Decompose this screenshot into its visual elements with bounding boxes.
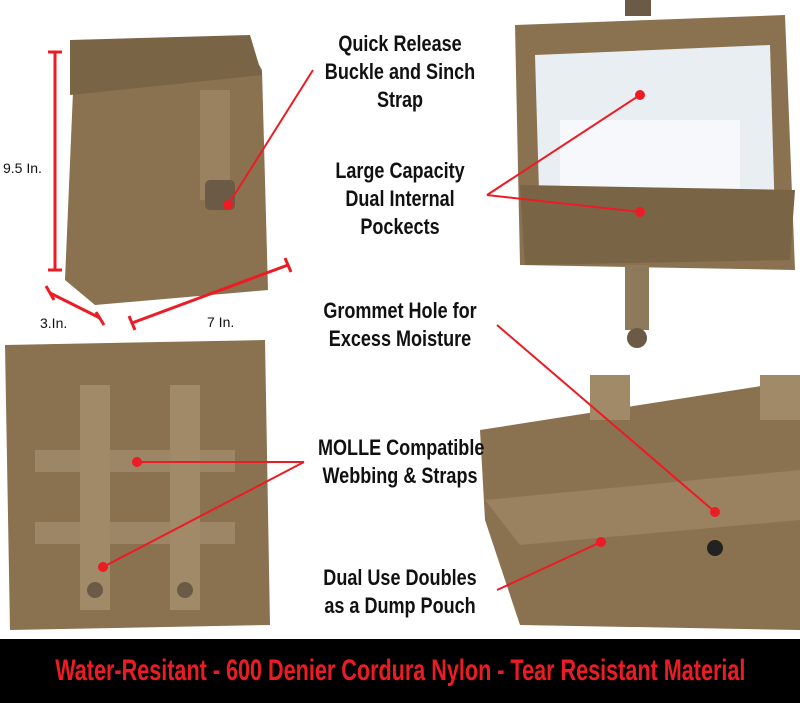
pouch-front-image — [65, 35, 268, 305]
callout-molle: MOLLE Compatible Webbing & Straps — [318, 434, 485, 490]
grommet-hole — [707, 540, 723, 556]
callout-dump-pouch: Dual Use Doubles as a Dump Pouch — [318, 564, 482, 620]
callout-line: Quick Release — [338, 31, 462, 56]
callout-quick-release: Quick Release Buckle and Sinch Strap — [318, 30, 482, 114]
pouch-bottom-image — [480, 375, 800, 630]
callout-line: Webbing & Straps — [322, 463, 478, 488]
callout-line: Large Capacity — [335, 158, 465, 183]
callout-line: Dual Internal — [345, 186, 455, 211]
callout-line: Dual Use Doubles — [323, 565, 477, 590]
callout-line: Strap — [376, 87, 424, 112]
depth-dimension-label: 3.In. — [40, 315, 68, 331]
pouch-open-image — [515, 0, 795, 348]
width-dimension-label: 7 In. — [207, 314, 235, 330]
callout-line: Buckle and Sinch — [324, 59, 476, 84]
callout-large-capacity: Large Capacity Dual Internal Pockects — [318, 157, 482, 241]
callout-line: Grommet Hole for — [323, 298, 477, 323]
callout-grommet-hole: Grommet Hole for Excess Moisture — [318, 297, 482, 353]
feature-banner: Water-Resitant - 600 Denier Cordura Nylo… — [0, 639, 800, 703]
callout-line: MOLLE Compatible — [318, 435, 485, 460]
callout-line: Pockects — [360, 214, 440, 239]
callout-line: as a Dump Pouch — [324, 593, 476, 618]
feature-banner-text: Water-Resitant - 600 Denier Cordura Nylo… — [54, 654, 746, 687]
callout-lines — [98, 69, 720, 591]
height-dimension-label: 9.5 In. — [3, 160, 42, 176]
pouch-back-image — [5, 340, 270, 630]
callout-line: Excess Moisture — [328, 326, 472, 351]
dimension-markers — [44, 50, 293, 331]
